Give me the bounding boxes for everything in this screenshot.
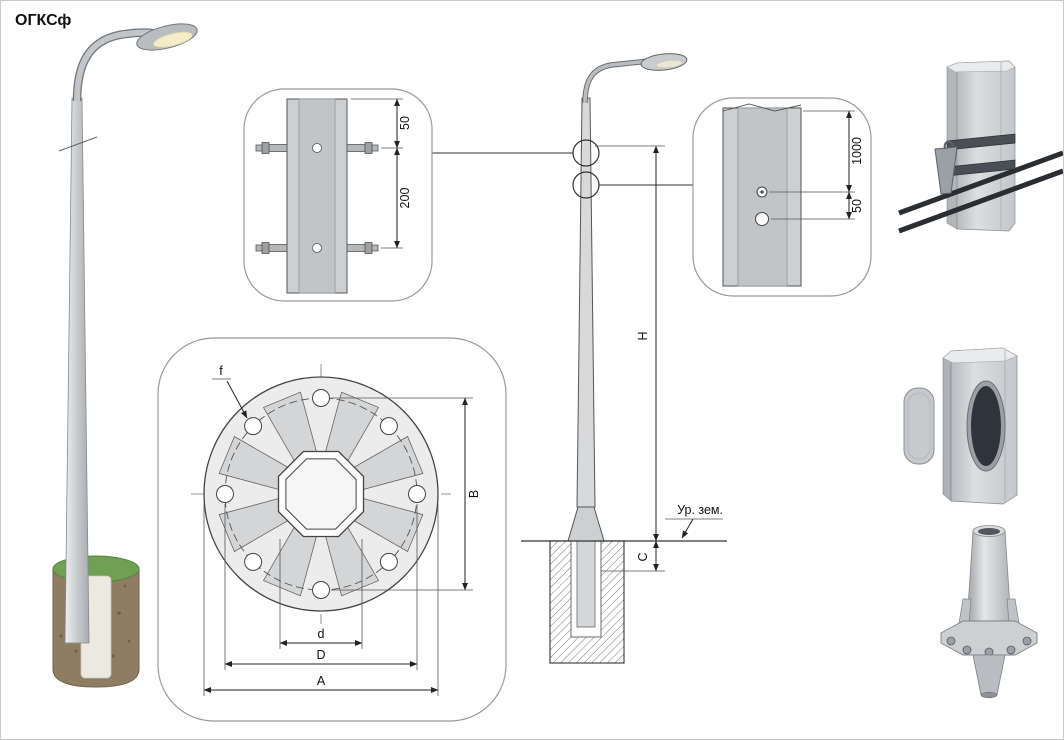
- flange-dim-A: A: [203, 504, 439, 696]
- elevation-arm-outline: [582, 58, 650, 104]
- foundation-hatch: [550, 541, 624, 663]
- hole-dimensions: 1000 50: [769, 110, 864, 220]
- base-lower-stub: [972, 654, 1006, 696]
- dim-50-label: 50: [850, 199, 864, 213]
- dim-D-label: D: [316, 648, 325, 662]
- dim-1000-label: 1000: [850, 137, 864, 165]
- clamp-bolt-row-2: [255, 242, 379, 254]
- base-tube: [966, 530, 1012, 624]
- ground-level-callout: Ур. зем.: [665, 503, 723, 539]
- strip-lower-hole: [755, 212, 769, 226]
- dim-B-label: B: [467, 490, 481, 498]
- base-gusset-left: [958, 598, 972, 624]
- clamp-pole-strip-channel: [298, 98, 336, 294]
- flange-bolt-holes: [216, 389, 426, 599]
- access-door-render: [903, 347, 1018, 505]
- door-pole-top-cap: [942, 347, 1018, 364]
- dim-clamp-spacing-label: 200: [398, 188, 412, 209]
- pole-section-octagon-inner: [285, 458, 357, 530]
- wedge-clamp-hook: [943, 140, 954, 150]
- base-lower-stub-end: [980, 691, 998, 699]
- door-cover-plate: [903, 387, 935, 465]
- base-tube-bore: [978, 528, 1000, 535]
- elevation-luminaire: [640, 53, 688, 71]
- dim-A-label: A: [317, 674, 326, 688]
- dim-C-label: C: [636, 552, 650, 561]
- flange-base-render: [940, 525, 1038, 699]
- base-flange-bolts: [946, 636, 1032, 657]
- pole-3d-render: [52, 23, 198, 688]
- luminaire: [136, 23, 198, 51]
- dim-d-label: d: [318, 627, 325, 641]
- flange-dim-d: d: [279, 539, 363, 649]
- flange-dim-B: B: [331, 397, 481, 591]
- door-pole-side-face: [942, 350, 952, 502]
- flange-dim-D: D: [224, 504, 418, 670]
- hole-diameter-label: f: [219, 364, 223, 378]
- page-title: ОГКСф: [15, 12, 71, 29]
- flange-detail-callout: f B d D A: [157, 337, 507, 722]
- detail-leader-lines: [432, 152, 693, 186]
- ground-level-label: Ур. зем.: [677, 503, 723, 517]
- hole-strip-break-line: [722, 103, 802, 112]
- dim-clamp-offset-label: 50: [398, 116, 412, 130]
- elevation-dim-H: H: [595, 145, 665, 542]
- clamp-pole-top-cap: [946, 60, 1016, 73]
- elevation-pole-flare: [567, 506, 605, 542]
- hole-detail-callout: 1000 50: [692, 97, 872, 297]
- door-cover-inner: [907, 392, 931, 460]
- cable-2: [898, 168, 1063, 234]
- detail-marker-clamp: [572, 139, 600, 167]
- elevation-drawing: Ур. зем. H C: [521, 53, 727, 664]
- cable-1: [898, 150, 1063, 216]
- clamp-dimensions: 50 200: [351, 98, 412, 249]
- flange-hole-label: f: [212, 364, 248, 419]
- embedded-pole: [576, 540, 596, 628]
- detail-marker-hole: [572, 171, 600, 199]
- strip-bolt-hole-dot: [760, 190, 764, 194]
- clamp-bolt-row-1: [255, 142, 379, 154]
- suspension-clamp-render: [898, 60, 1063, 234]
- pole-break-mark: [58, 136, 98, 152]
- clamp-detail-callout: 50 200: [243, 88, 433, 302]
- elevation-dim-C: C: [601, 540, 665, 572]
- dim-H-label: H: [636, 331, 650, 340]
- base-gusset-right: [1006, 598, 1020, 624]
- door-opening: [971, 386, 1001, 466]
- elevation-pole-shaft: [576, 97, 596, 508]
- elevation-arm: [583, 59, 650, 104]
- wedge-clamp: [934, 146, 958, 195]
- pole-shaft: [64, 97, 90, 644]
- pole-band-1: [946, 133, 1016, 151]
